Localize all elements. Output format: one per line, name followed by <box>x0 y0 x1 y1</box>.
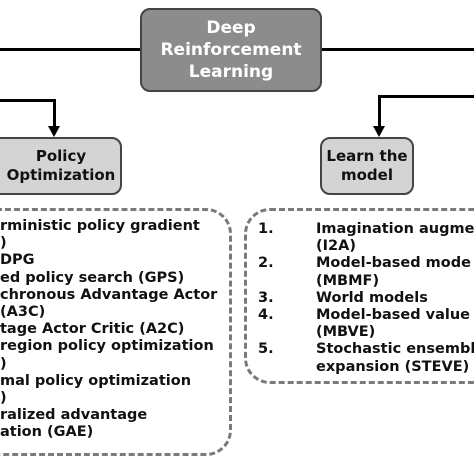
connector-left-horizontal <box>0 48 140 51</box>
list-item: (A3C) <box>0 304 46 321</box>
list-item: 1. Imagination augme <box>258 221 474 238</box>
connector-right-horizontal <box>322 48 474 51</box>
list-item-text: (MBMF) <box>316 272 380 289</box>
list-item: ralized advantage <box>0 407 148 424</box>
list-item: rministic policy gradient <box>0 218 200 234</box>
list-item: ation (GAE) <box>0 424 94 441</box>
connector-policy-vertical <box>53 99 56 129</box>
arrowhead-model <box>373 126 385 137</box>
list-item-continuation: (I2A) <box>258 238 474 255</box>
list-item-text: (I2A) <box>316 238 356 255</box>
list-item: 5. Stochastic ensembl <box>258 341 474 358</box>
arrowhead-policy <box>48 126 60 137</box>
list-item: 3. World models <box>258 290 474 307</box>
list-item-text: expansion (STEVE) <box>316 358 470 375</box>
node-learn-the-model: Learn the model <box>320 137 414 195</box>
list-item: ) <box>0 235 7 252</box>
list-item: ed policy search (GPS) <box>0 269 185 286</box>
list-item: 4. Model-based value <box>258 307 474 324</box>
list-item-text: (MBVE) <box>316 324 376 341</box>
list-item: ) <box>0 390 7 407</box>
list-item-number: 1. <box>258 221 274 237</box>
list-item: chronous Advantage Actor <box>0 286 218 303</box>
model-title-line2: model <box>341 166 393 184</box>
list-item-text: Imagination augme <box>316 221 474 237</box>
list-item-continuation: expansion (STEVE) <box>258 359 474 376</box>
root-label-line2: Reinforcement <box>160 40 302 60</box>
connector-policy-horizontal <box>0 99 56 102</box>
policy-methods-list: rministic policy gradient ) DPG ed polic… <box>0 218 217 442</box>
root-node-deep-reinforcement-learning: Deep Reinforcement Learning <box>140 8 322 92</box>
list-item-text: Model-based value <box>316 307 471 324</box>
list-item-text: World models <box>316 289 428 306</box>
model-methods-list: 1. Imagination augme (I2A) 2. Model-base… <box>258 221 474 376</box>
list-item: tage Actor Critic (A2C) <box>0 321 185 338</box>
policy-methods-container <box>0 208 232 456</box>
list-item-text: Stochastic ensembl <box>316 341 474 358</box>
connector-model-horizontal <box>378 95 474 98</box>
list-item-text: Model-based mode <box>316 255 471 272</box>
policy-title-line1: Policy <box>35 147 87 165</box>
root-label-line1: Deep <box>206 18 256 38</box>
list-item-number: 3. <box>258 289 274 306</box>
list-item-continuation: (MBMF) <box>258 273 474 290</box>
list-item: region policy optimization <box>0 338 214 355</box>
policy-title-line2: Optimization <box>6 166 116 184</box>
list-item-number: 4. <box>258 307 274 324</box>
list-item: ) <box>0 355 7 372</box>
list-item-continuation: (MBVE) <box>258 324 474 341</box>
list-item-number: 2. <box>258 255 274 272</box>
list-item-number: 5. <box>258 341 274 358</box>
node-policy-optimization: Policy Optimization <box>0 137 122 195</box>
list-item: DPG <box>0 252 35 269</box>
model-title-line1: Learn the <box>326 147 408 165</box>
root-label-line3: Learning <box>188 62 274 82</box>
connector-model-vertical <box>378 95 381 129</box>
model-methods-container <box>244 208 474 384</box>
list-item: mal policy optimization <box>0 372 192 389</box>
list-item: 2. Model-based mode <box>258 255 474 272</box>
